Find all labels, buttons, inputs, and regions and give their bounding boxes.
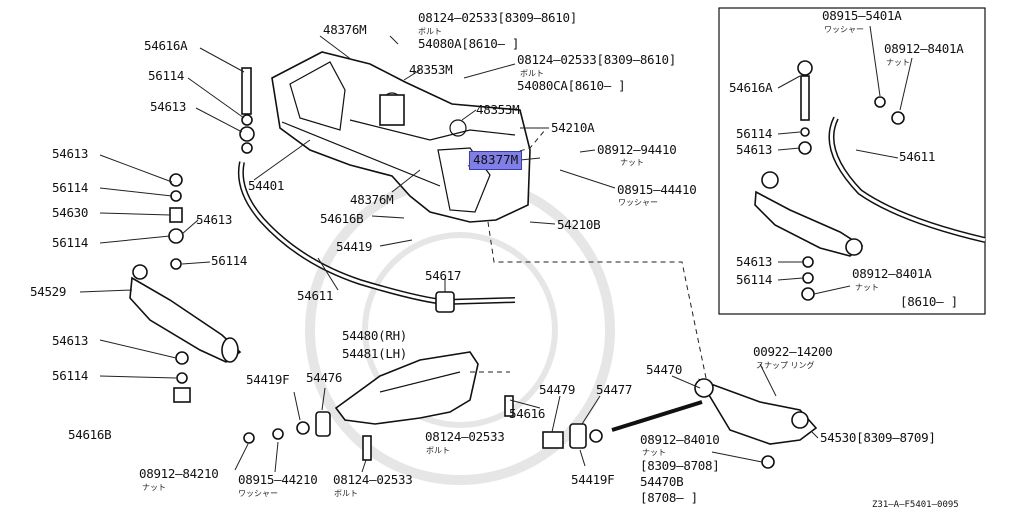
- lower-arm-drawing: [129, 173, 242, 403]
- label-08915-44210: 08915—44210: [238, 472, 318, 487]
- label-54616-low: 54616: [509, 406, 546, 421]
- label-08912-94410: 08912—94410: [597, 142, 677, 157]
- inset-label-date: [8610— ]: [900, 294, 958, 309]
- label-nut-b: ナット: [142, 483, 166, 492]
- label-54611: 54611: [297, 288, 334, 303]
- label-48376m-low: 48376M: [350, 192, 394, 207]
- label-54613-b: 54613: [52, 146, 89, 161]
- label-56114-a: 56114: [148, 68, 185, 83]
- label-54616b-low: 54616B: [68, 427, 112, 442]
- label-54613-a: 54613: [150, 99, 187, 114]
- inset-label-54613-a: 54613: [736, 142, 773, 157]
- label-08915-44410: 08915—44410: [617, 182, 697, 197]
- label-08912-84010: 08912—84010: [640, 432, 720, 447]
- label-54210b: 54210B: [557, 217, 601, 232]
- label-nut-c: ナット: [642, 448, 666, 457]
- inset-label-08915-5401a: 08915—5401A: [822, 8, 902, 23]
- label-54419f-b: 54419F: [571, 472, 615, 487]
- label-date-8708: [8708— ]: [640, 490, 698, 505]
- label-54616b-mid: 54616B: [320, 211, 364, 226]
- label-54479: 54479: [539, 382, 576, 397]
- footer-code: Z31—A—F5401—0095: [872, 500, 959, 510]
- label-54616a: 54616A: [144, 38, 188, 53]
- bracket-drawing: [243, 351, 603, 461]
- inset-label-54616a: 54616A: [729, 80, 773, 95]
- inset-label-56114-b: 56114: [736, 272, 773, 287]
- label-54529: 54529: [30, 284, 67, 299]
- label-00922-14200: 00922—14200: [753, 344, 833, 359]
- inset-label-54613-b: 54613: [736, 254, 773, 269]
- label-54419f-a: 54419F: [246, 372, 290, 387]
- label-bolt-d: ボルト: [334, 489, 358, 498]
- label-54613-d: 54613: [52, 333, 89, 348]
- leader-lines: [79, 25, 913, 473]
- label-54630: 54630: [52, 205, 89, 220]
- tension-rod-drawing: [611, 378, 818, 469]
- label-56114-b: 56114: [52, 180, 89, 195]
- inset-label-54611: 54611: [899, 149, 936, 164]
- crossmember-drawing: [271, 51, 531, 223]
- label-54477: 54477: [596, 382, 633, 397]
- label-48376m-top: 48376M: [323, 22, 367, 37]
- label-54419: 54419: [336, 239, 373, 254]
- label-54480-rh: 54480(RH): [342, 328, 408, 343]
- label-54530: 54530[8309—8709]: [820, 430, 936, 445]
- inset-label-56114-a: 56114: [736, 126, 773, 141]
- label-54401: 54401: [248, 178, 285, 193]
- label-bolt-c: ボルト: [426, 446, 450, 455]
- label-nut-a: ナット: [620, 158, 644, 167]
- label-56114-c: 56114: [52, 235, 89, 250]
- label-48353m-a: 48353M: [409, 62, 453, 77]
- label-54080a: 54080A[8610— ]: [418, 36, 520, 51]
- label-56114-d: 56114: [211, 253, 248, 268]
- label-54470b: 54470B: [640, 474, 684, 489]
- inset-label-08912-8401a: 08912—8401A: [884, 41, 964, 56]
- label-08912-84210: 08912—84210: [139, 466, 219, 481]
- label-56114-e: 56114: [52, 368, 89, 383]
- label-08124-02533-a: 08124—02533[8309—8610]: [418, 10, 577, 25]
- label-54470: 54470: [646, 362, 683, 377]
- label-54613-c: 54613: [196, 212, 233, 227]
- label-washer-a: ワッシャー: [618, 198, 658, 207]
- inset-label-nut-b: ナット: [855, 283, 879, 292]
- label-snap-ring: スナップ リング: [756, 361, 815, 370]
- label-54476: 54476: [306, 370, 343, 385]
- label-08124-02533-c: 08124—02533: [425, 429, 505, 444]
- inset-label-08912-8401a-b: 08912—8401A: [852, 266, 932, 281]
- label-54617: 54617: [425, 268, 462, 283]
- label-54481-lh: 54481(LH): [342, 346, 408, 361]
- label-48377m-highlighted[interactable]: 48377M: [469, 151, 523, 170]
- label-54080ca: 54080CA[8610— ]: [517, 78, 626, 93]
- label-08124-02533-d: 08124—02533: [333, 472, 413, 487]
- label-54210a: 54210A: [551, 120, 595, 135]
- stabilizer-bar-drawing: [237, 67, 516, 313]
- label-date-8309-8708: [8309—8708]: [640, 458, 720, 473]
- label-48353m-b: 48353M: [476, 102, 520, 117]
- inset-label-washer: ワッシャー: [824, 25, 864, 34]
- label-bolt-b: ボルト: [520, 69, 544, 78]
- inset-drawing: [754, 60, 986, 301]
- inset-label-nut-a: ナット: [886, 58, 910, 67]
- inset-frame: [718, 7, 986, 315]
- label-08124-02533-b: 08124—02533[8309—8610]: [517, 52, 676, 67]
- label-bolt-a: ボルト: [418, 27, 442, 36]
- label-washer-b: ワッシャー: [238, 489, 278, 498]
